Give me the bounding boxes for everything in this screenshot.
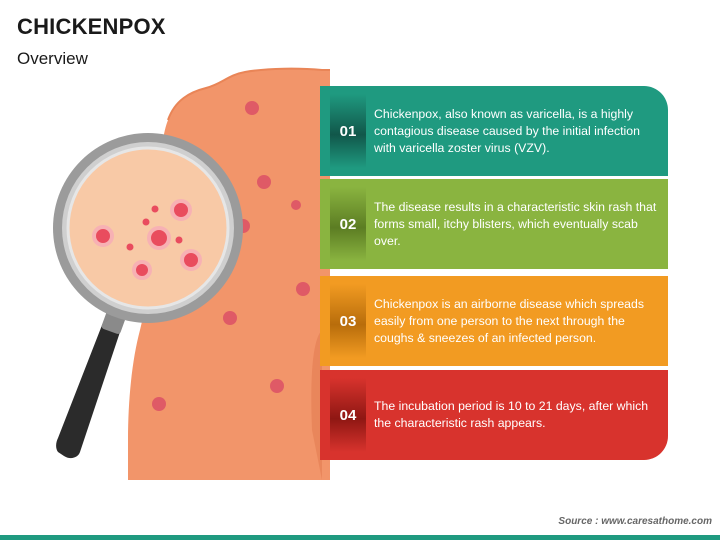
point-number-badge: 03 [330,284,366,358]
point-panel-2: 02 The disease results in a characterist… [320,179,668,269]
point-number-badge: 02 [330,187,366,261]
point-text: The incubation period is 10 to 21 days, … [374,399,649,430]
point-text: Chickenpox, also known as varicella, is … [374,106,640,155]
page-subtitle: Overview [17,49,88,68]
point-number-badge: 01 [330,94,366,168]
shoulder-arm-illustration [53,67,330,481]
point-panel-1: 01 Chickenpox, also known as varicella, … [320,86,668,176]
source-credit: Source : www.caresathome.com [558,516,712,527]
point-text: The disease results in a characteristic … [374,199,657,248]
point-number-badge: 04 [330,378,366,452]
rash-spots [152,101,310,411]
page-title: CHICKENPOX [17,14,166,39]
point-text: Chickenpox is an airborne disease which … [374,296,644,345]
point-panel-4: 04 The incubation period is 10 to 21 day… [320,370,668,460]
magnifying-glass-icon [53,133,243,459]
point-panel-3: 03 Chickenpox is an airborne disease whi… [320,276,668,366]
bottom-accent-bar [0,535,720,540]
